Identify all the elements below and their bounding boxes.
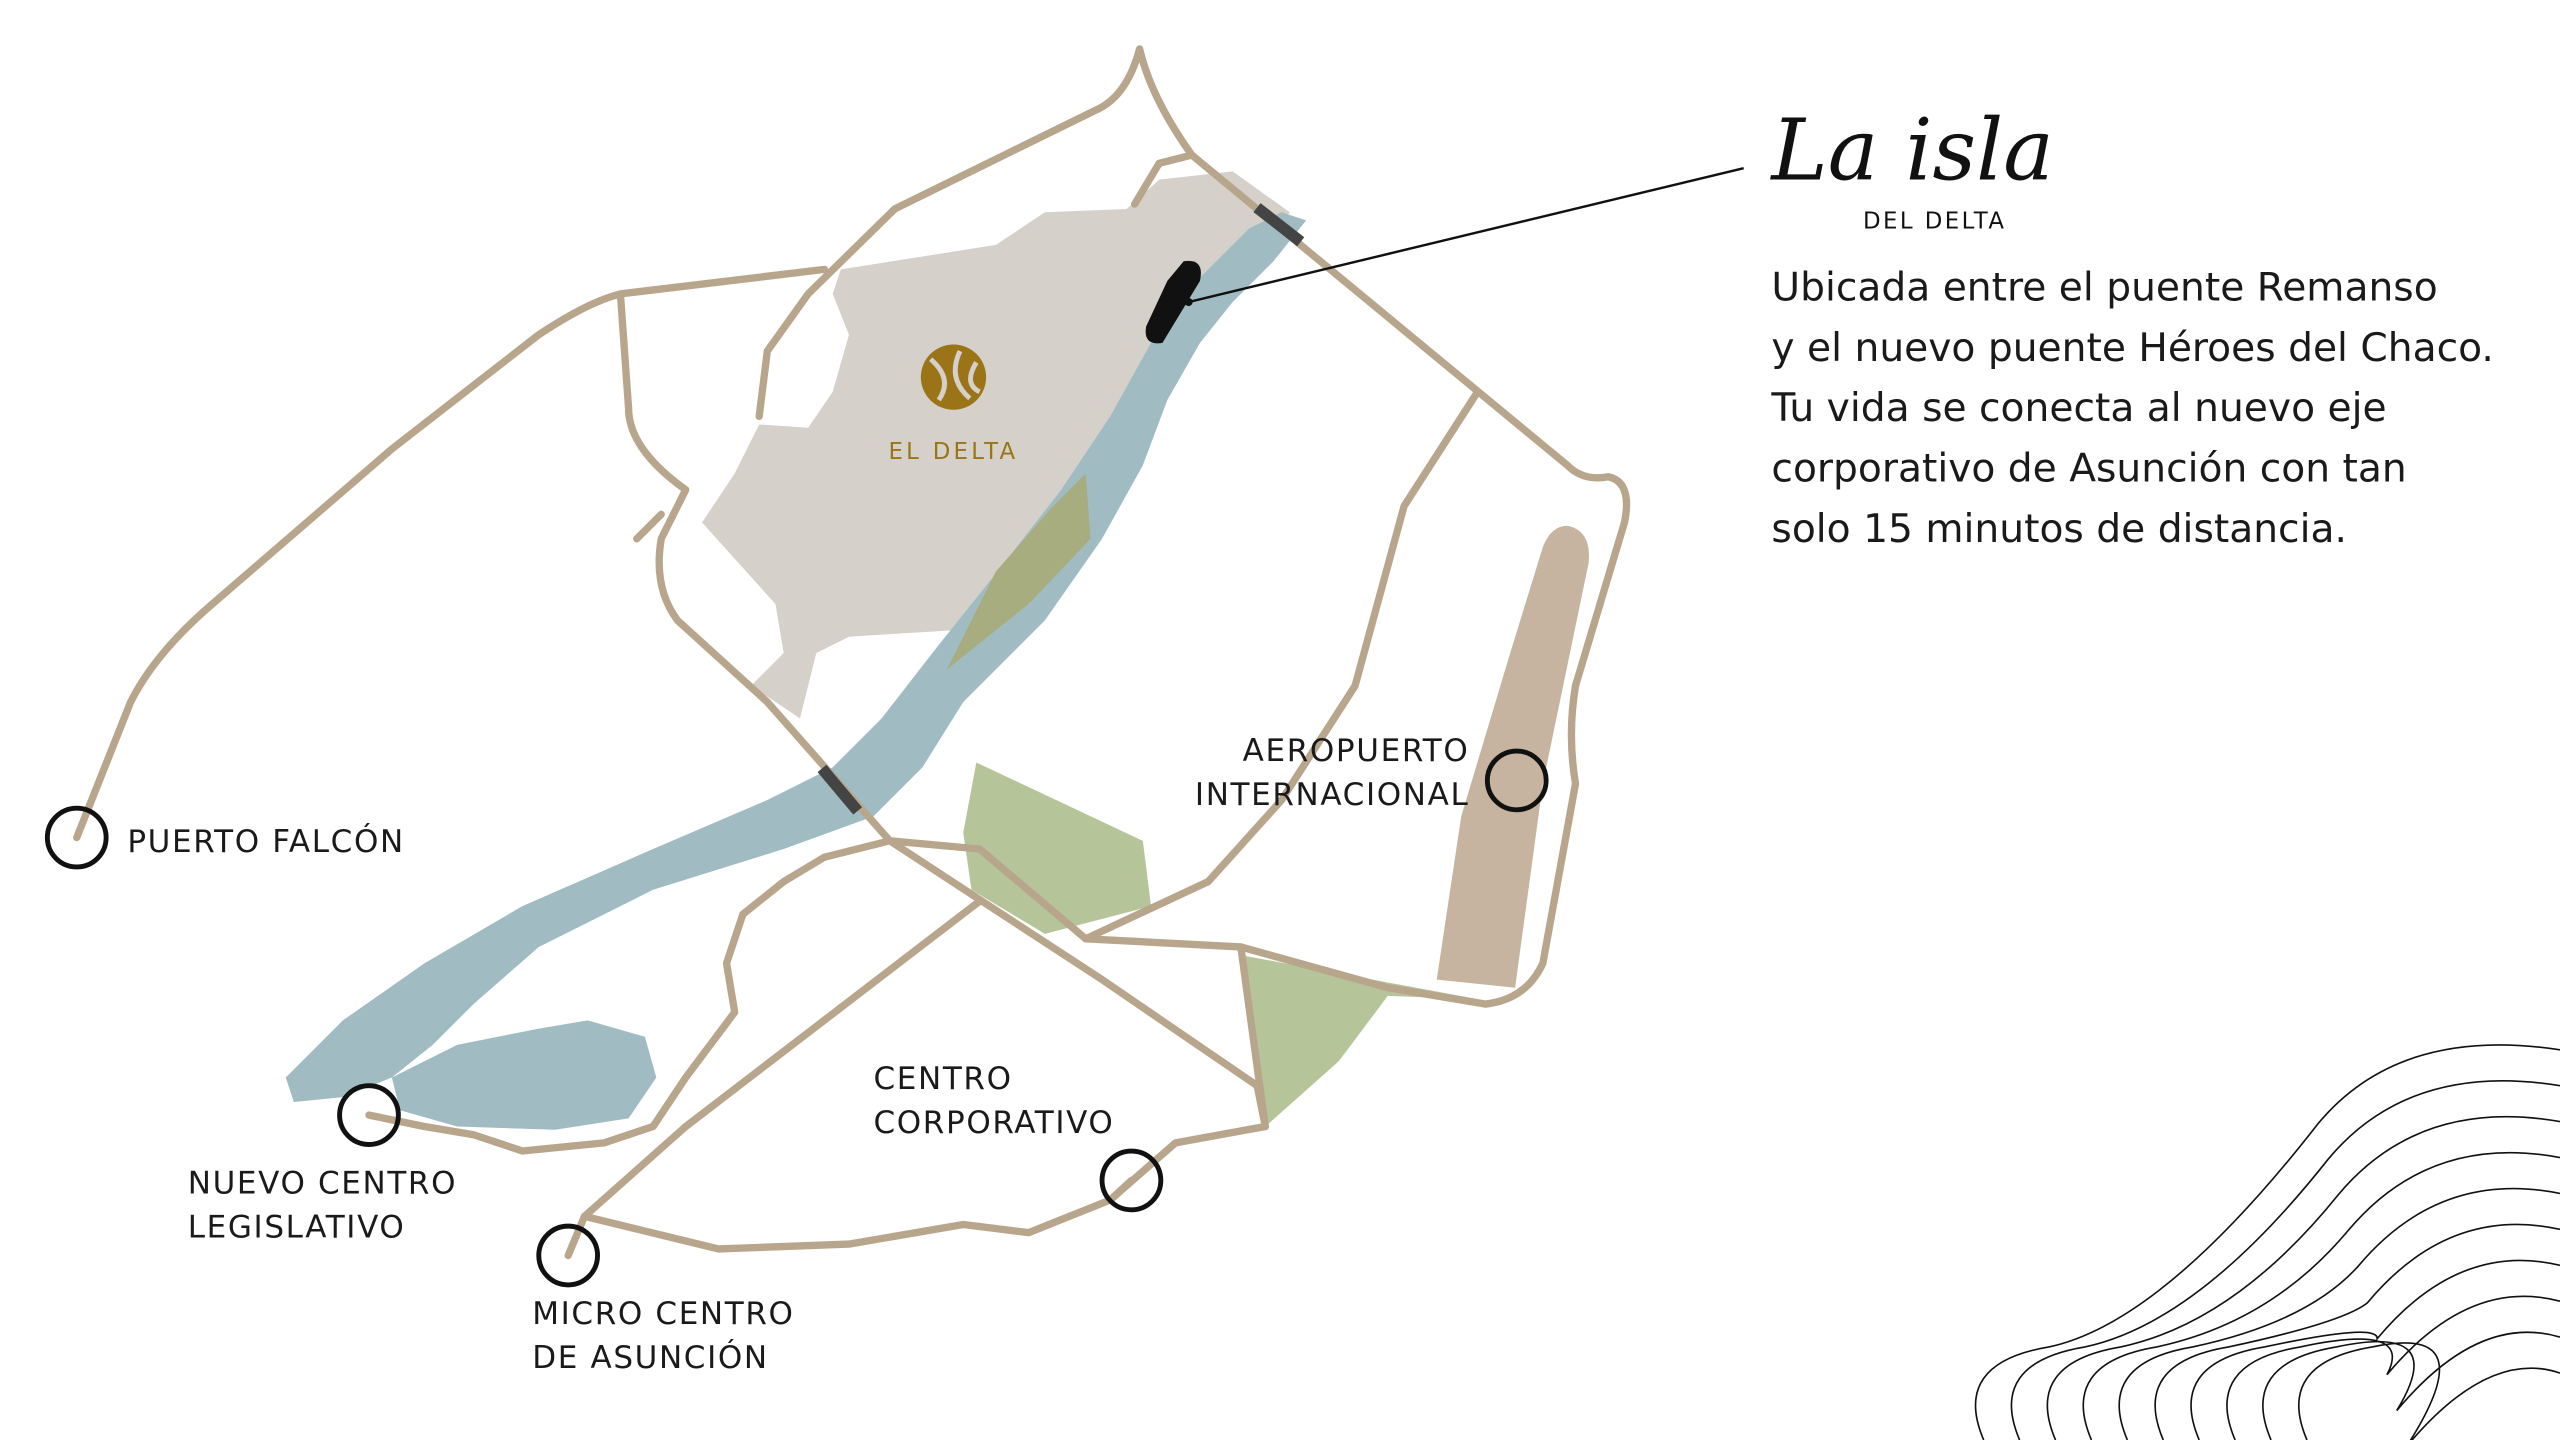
roads bbox=[73, 45, 1631, 1260]
contour-line bbox=[2154, 1223, 2560, 1440]
pointer-dot bbox=[1184, 297, 1193, 307]
label-centro-corporativo-1: CENTRO bbox=[873, 1061, 1012, 1097]
island-park bbox=[946, 473, 1091, 670]
label-aeropuerto-2: INTERNACIONAL bbox=[1195, 777, 1469, 813]
bridge-heroes-del-chaco bbox=[817, 764, 863, 815]
location-marker-micro-centro[interactable] bbox=[536, 1223, 600, 1288]
contour-line bbox=[2082, 1151, 2560, 1440]
lagoon bbox=[391, 1020, 657, 1130]
label-micro-centro-1: MICRO CENTRO bbox=[532, 1296, 794, 1332]
description-line-1: Ubicada entre el puente Remanso bbox=[1771, 265, 2437, 310]
label-centro-corporativo-2: CORPORATIVO bbox=[873, 1105, 1114, 1141]
brand-subtitle: DEL DELTA bbox=[1863, 209, 2006, 235]
la-isla-shape bbox=[1145, 260, 1201, 344]
label-aeropuerto-1: AEROPUERTO bbox=[1243, 733, 1470, 769]
description-line-4: corporativo de Asunción con tan bbox=[1771, 447, 2406, 492]
park-east bbox=[1240, 955, 1478, 1127]
contour-line bbox=[2190, 1259, 2560, 1440]
label-legislativo-1: NUEVO CENTRO bbox=[188, 1165, 457, 1201]
bridge-remanso bbox=[1253, 203, 1305, 247]
location-marker-puerto-falcon[interactable] bbox=[44, 805, 109, 870]
label-legislativo-2: LEGISLATIVO bbox=[188, 1210, 406, 1246]
contour-line bbox=[2262, 1331, 2560, 1440]
decorative-contour-lines bbox=[1974, 1044, 2560, 1440]
location-marker-nuevo-centro-legislativo[interactable] bbox=[337, 1083, 401, 1147]
description-line-5: solo 15 minutos de distancia. bbox=[1771, 507, 2347, 552]
description-line-2: y el nuevo puente Héroes del Chaco. bbox=[1771, 326, 2493, 371]
el-delta-logo-text: EL DELTA bbox=[888, 439, 1018, 465]
contour-line bbox=[2226, 1295, 2560, 1440]
label-puerto-falcon: PUERTO FALCÓN bbox=[127, 821, 405, 860]
brand-script-title: La isla bbox=[1769, 102, 2053, 201]
el-delta-logo: EL DELTA bbox=[888, 344, 1018, 465]
contour-line bbox=[1974, 1044, 2560, 1440]
airport-area bbox=[1436, 525, 1589, 988]
river bbox=[285, 212, 1307, 1103]
park-center bbox=[963, 762, 1152, 934]
contour-line bbox=[2298, 1342, 2560, 1440]
label-micro-centro-2: DE ASUNCIÓN bbox=[532, 1337, 769, 1376]
description-line-3: Tu vida se conecta al nuevo eje bbox=[1770, 386, 2386, 431]
contour-line bbox=[2010, 1080, 2560, 1440]
el-delta-land bbox=[702, 171, 1290, 719]
contour-line bbox=[2118, 1187, 2560, 1440]
contour-line bbox=[2046, 1115, 2560, 1440]
location-marker-centro-corporativo[interactable] bbox=[1099, 1148, 1164, 1213]
pointer-line bbox=[1188, 166, 1744, 304]
location-marker-aeropuerto[interactable] bbox=[1484, 748, 1549, 813]
